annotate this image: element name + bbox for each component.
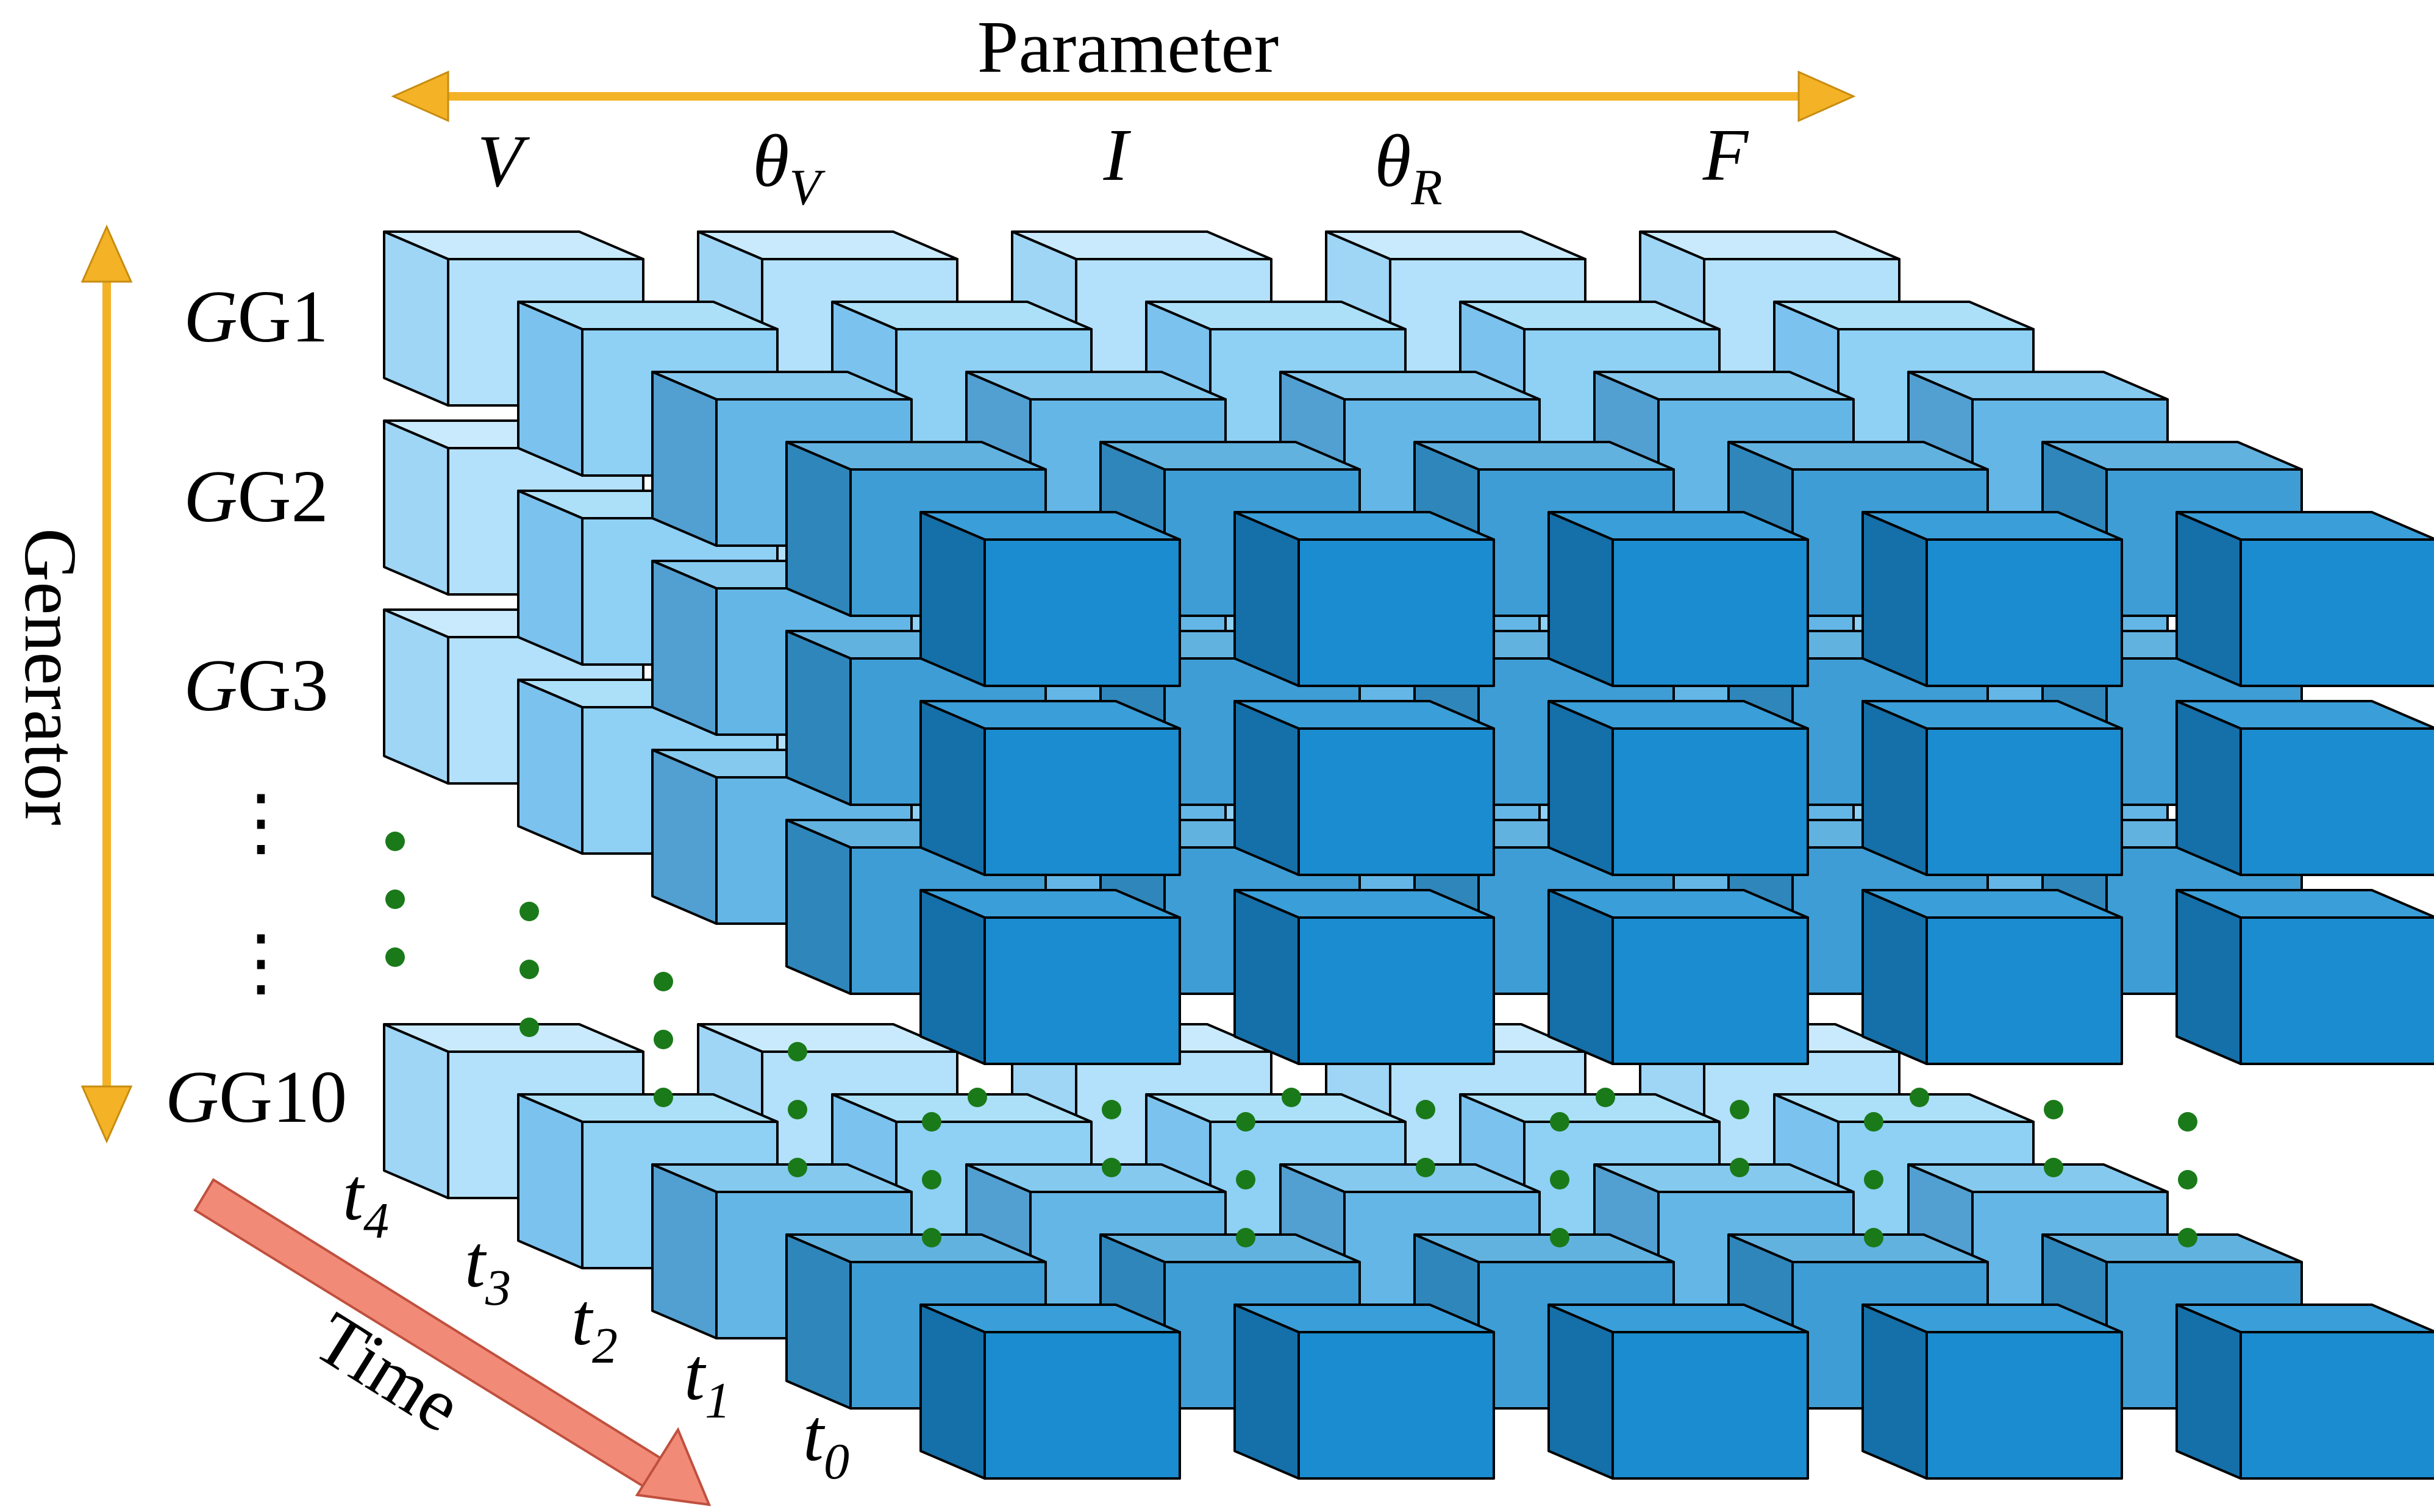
ellipsis-dot-i-t0-1 [1550, 1170, 1569, 1189]
cube-g10-theta-r-t0 [1861, 1303, 2123, 1480]
cube-g1-f-t0 [2175, 511, 2434, 687]
generator-label-g3: GG3 [184, 644, 328, 727]
cube-g2-theta-v-t0 [1233, 700, 1495, 876]
ellipsis-dot-v-t4-2 [385, 947, 405, 967]
ellipsis-dot-i-t1-1 [1416, 1100, 1435, 1119]
ellipsis-dot-v-t0-1 [922, 1170, 941, 1189]
ellipsis-dot-v-t4-0 [385, 832, 405, 851]
time-arrow-head [635, 1427, 712, 1507]
ellipsis-dot-theta-r-t0-2 [1864, 1228, 1883, 1247]
ellipsis-dot-f-t1-1 [2044, 1100, 2063, 1119]
generator-axis-title: Generator [9, 528, 91, 826]
ellipsis-dot-v-t3-2 [519, 1018, 539, 1037]
cube-g1-theta-r-t0 [1861, 511, 2123, 687]
cube-g2-theta-r-t0 [1861, 700, 2123, 876]
ellipsis-dot-i-t2-2 [1282, 1088, 1301, 1107]
cube-g10-i-t0 [1547, 1303, 1809, 1480]
parameter-labels: V θV I θR F [477, 114, 1749, 216]
cube-g1-theta-v-t0 [1233, 511, 1495, 687]
cube-g10-theta-v-t0 [1233, 1303, 1495, 1480]
ellipsis-dot-theta-r-t0-1 [1864, 1170, 1883, 1189]
ellipsis-dot-theta-r-t1-2 [1730, 1158, 1749, 1177]
ellipsis-dot-v-t0-2 [922, 1228, 941, 1247]
ellipsis-dot-v-t2-0 [654, 972, 673, 991]
ellipsis-dot-f-t2-2 [1910, 1088, 1929, 1107]
parameter-label-theta-v: θV [752, 120, 826, 216]
parameter-label-f: F [1702, 114, 1749, 196]
generator-labels: GG1 GG2 GG3 ⋮ ⋮ GG10 [165, 276, 347, 1138]
ellipsis-dot-theta-v-t2-2 [968, 1088, 987, 1107]
parameter-arrow-left-head [391, 70, 449, 123]
ellipsis-dot-i-t0-2 [1550, 1228, 1569, 1247]
cube-g2-i-t0 [1547, 700, 1809, 876]
ellipsis-dot-f-t1-2 [2044, 1158, 2063, 1177]
ellipsis-dot-f-t0-1 [2178, 1170, 2197, 1189]
parameter-axis: Parameter [391, 6, 1856, 123]
cube-g2-f-t0 [2175, 700, 2434, 876]
generator-label-g1: GG1 [184, 276, 328, 358]
ellipsis-dot-theta-r-t0-0 [1864, 1112, 1883, 1132]
ellipsis-dot-v-t2-2 [654, 1088, 673, 1107]
generator-ellipsis-2: ⋮ [224, 922, 298, 1004]
ellipsis-dot-theta-v-t1-1 [1102, 1100, 1121, 1119]
cube-g3-theta-r-t0 [1861, 889, 2123, 1065]
parameter-label-i: I [1103, 114, 1132, 196]
top-generator-layers [383, 230, 2434, 1065]
generator-arrow-bottom-head [80, 1085, 133, 1144]
bottom-generator-layer [383, 1023, 2434, 1480]
cube-g3-f-t0 [2175, 889, 2434, 1065]
ellipsis-dot-v-t1-0 [788, 1042, 807, 1061]
time-labels: t4 t3 t2 t1 t0 [343, 1154, 849, 1490]
ellipsis-dot-f-t0-0 [2178, 1112, 2197, 1132]
parameter-label-v: V [477, 120, 530, 202]
generator-arrow-top-head [80, 224, 133, 283]
time-label-t1: t1 [684, 1333, 730, 1429]
parameter-arrow-right-head [1797, 70, 1856, 123]
generator-label-g2: GG2 [184, 455, 328, 538]
ellipsis-dot-f-t0-2 [2178, 1228, 2197, 1247]
ellipsis-dot-v-t0-0 [922, 1112, 941, 1132]
ellipsis-dot-i-t1-2 [1416, 1158, 1435, 1177]
parameter-axis-title: Parameter [977, 6, 1279, 88]
ellipsis-dot-v-t3-0 [519, 902, 539, 921]
ellipsis-dot-v-t3-1 [519, 960, 539, 979]
ellipsis-dot-i-t0-0 [1550, 1112, 1569, 1132]
cube-g2-v-t0 [919, 700, 1181, 876]
time-label-t2: t2 [571, 1278, 618, 1374]
parameter-label-theta-r: θR [1374, 120, 1442, 216]
ellipsis-dot-v-t1-1 [788, 1100, 807, 1119]
time-label-t4: t4 [343, 1154, 389, 1249]
ellipsis-dot-v-t1-2 [788, 1158, 807, 1177]
cube-g1-i-t0 [1547, 511, 1809, 687]
cube-g10-v-t0 [919, 1303, 1181, 1480]
ellipsis-dot-v-t4-1 [385, 890, 405, 909]
time-axis: Time [193, 1178, 712, 1507]
cube-g3-i-t0 [1547, 889, 1809, 1065]
generator-axis: Generator [9, 224, 133, 1144]
ellipsis-dot-theta-r-t1-1 [1730, 1100, 1749, 1119]
cube-g3-v-t0 [919, 889, 1181, 1065]
cube-g10-f-t0 [2175, 1303, 2434, 1480]
ellipsis-dot-v-t2-1 [654, 1030, 673, 1049]
ellipsis-dot-theta-v-t0-0 [1236, 1112, 1255, 1132]
ellipsis-dot-theta-r-t2-2 [1596, 1088, 1615, 1107]
ellipsis-dot-theta-v-t0-1 [1236, 1170, 1255, 1189]
time-label-t3: t3 [465, 1221, 511, 1316]
generator-ellipsis-1: ⋮ [224, 782, 298, 864]
ellipsis-dot-theta-v-t0-2 [1236, 1228, 1255, 1247]
time-label-t0: t0 [803, 1394, 849, 1490]
cube-g3-theta-v-t0 [1233, 889, 1495, 1065]
generator-label-g10: GG10 [165, 1056, 347, 1138]
ellipsis-dot-theta-v-t1-2 [1102, 1158, 1121, 1177]
cube-g1-v-t0 [919, 511, 1181, 687]
